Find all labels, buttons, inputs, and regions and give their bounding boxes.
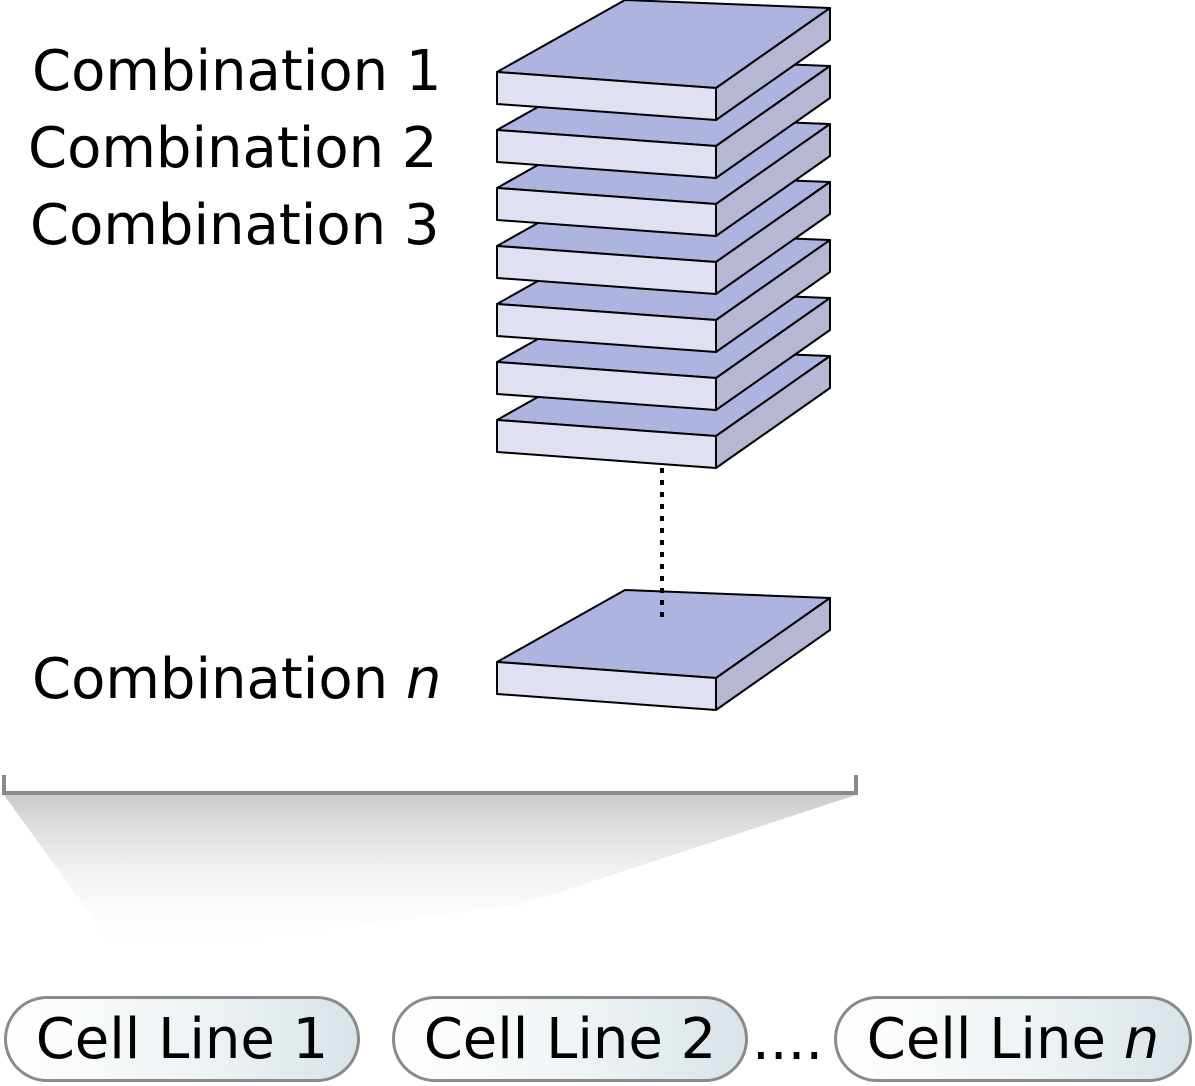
bracket: [2, 775, 858, 795]
cell-line-ellipsis: ....: [752, 1008, 824, 1073]
combination-label-n-prefix: Combination: [32, 647, 406, 712]
combination-label-n: Combination n: [32, 652, 441, 708]
cell-line-pill-2[interactable]: Cell Line 2: [392, 996, 748, 1082]
bracket-shadow: [4, 795, 856, 955]
plate-side-face: [715, 597, 831, 711]
plate-1: [496, 0, 831, 121]
plate-side-face: [715, 123, 831, 237]
plate-side-face: [715, 239, 831, 353]
plate-side-face: [715, 297, 831, 411]
combination-label-n-var: n: [405, 647, 442, 712]
plate-side-face: [715, 355, 831, 469]
cell-line-label-1: Cell Line 1: [35, 1006, 329, 1072]
plate-side-face: [715, 7, 831, 121]
combination-label-3: Combination 3: [30, 193, 440, 258]
cell-line-pill-n[interactable]: Cell Line n: [834, 996, 1192, 1082]
cell-line-label-n-prefix: Cell Line: [866, 1006, 1106, 1072]
cell-line-label-2: Cell Line 2: [423, 1006, 717, 1072]
cell-line-pill-1[interactable]: Cell Line 1: [4, 996, 360, 1082]
plate-side-face: [715, 181, 831, 295]
plate-side-face: [715, 65, 831, 179]
plate-n: [496, 589, 831, 711]
plates-group: [496, 0, 831, 711]
cell-line-label-n-var: n: [1123, 1006, 1160, 1072]
combination-label-2: Combination 2: [28, 116, 438, 181]
combination-label-1: Combination 1: [32, 39, 442, 104]
